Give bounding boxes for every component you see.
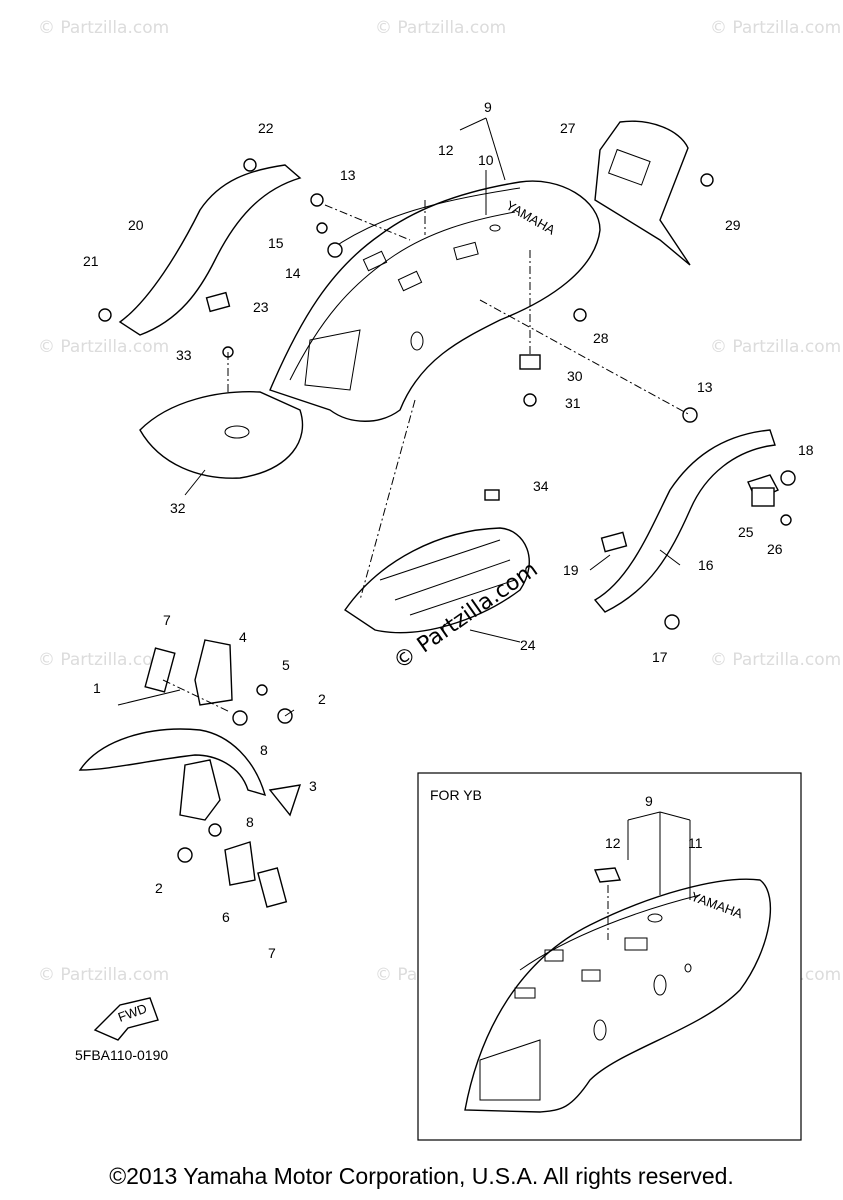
callout-23: 23	[253, 299, 269, 315]
callout-31: 31	[565, 395, 581, 411]
callout-13: 13	[340, 167, 356, 183]
watermark: © Partzilla.com	[38, 18, 169, 38]
callout-20: 20	[128, 217, 144, 233]
callout-3: 3	[309, 778, 317, 794]
watermark: © Partzilla.com	[38, 337, 169, 357]
callout-18: 18	[798, 442, 814, 458]
rear-fender: YAMAHA	[269, 180, 601, 422]
inset-panel: FOR YB YAMAHA	[417, 772, 802, 1141]
callout-7: 7	[163, 612, 171, 628]
front-fender	[78, 639, 302, 908]
callout-7b: 7	[268, 945, 276, 961]
callout-27: 27	[560, 120, 576, 136]
watermark: © Partzilla.com	[710, 337, 841, 357]
callout-12b: 12	[605, 835, 621, 851]
callout-32: 32	[170, 500, 186, 516]
grab-bar-left	[118, 164, 302, 336]
fwd-arrow-icon: FWD	[93, 997, 159, 1041]
callout-12: 12	[438, 142, 454, 158]
callout-11: 11	[688, 835, 703, 851]
callout-17: 17	[652, 649, 668, 665]
inner-fender	[344, 527, 530, 634]
callout-15: 15	[268, 235, 284, 251]
callout-9b: 9	[645, 793, 653, 809]
leader-lines	[117, 117, 681, 717]
callout-13b: 13	[697, 379, 713, 395]
callout-24: 24	[520, 637, 536, 653]
alignment-lines	[162, 200, 691, 713]
callout-29: 29	[725, 217, 741, 233]
callout-34: 34	[533, 478, 549, 494]
watermark: © Partzilla.com	[710, 18, 841, 38]
tail-light	[594, 120, 691, 266]
callout-4: 4	[239, 629, 247, 645]
callout-14: 14	[285, 265, 301, 281]
watermark: © Partzilla.com	[710, 650, 841, 670]
callout-25: 25	[738, 524, 754, 540]
callout-33: 33	[176, 347, 192, 363]
license-bracket	[139, 391, 304, 479]
callout-6: 6	[222, 909, 230, 925]
callout-22: 22	[258, 120, 274, 136]
diagram-code: 5FBA110-0190	[75, 1047, 168, 1063]
callout-26: 26	[767, 541, 783, 557]
callout-2: 2	[318, 691, 326, 707]
callout-1: 1	[93, 680, 101, 696]
watermark: © Partzilla.com	[38, 965, 169, 985]
callout-8b: 8	[246, 814, 254, 830]
copyright-notice: ©2013 Yamaha Motor Corporation, U.S.A. A…	[109, 1163, 734, 1189]
callouts: 9 12 10 22 13 27 20 15 14 29 21 23 28 33…	[83, 99, 814, 961]
callout-21: 21	[83, 253, 99, 269]
inset-title: FOR YB	[430, 787, 482, 803]
callout-16: 16	[698, 557, 714, 573]
watermark: © Partzilla.com	[375, 18, 506, 38]
callout-2b: 2	[155, 880, 163, 896]
callout-28: 28	[593, 330, 609, 346]
callout-8: 8	[260, 742, 268, 758]
callout-30: 30	[567, 368, 583, 384]
grab-bar-right	[593, 429, 779, 613]
watermark: © Partzilla.com	[38, 650, 169, 670]
callout-19: 19	[563, 562, 579, 578]
callout-10: 10	[478, 152, 494, 168]
callout-5: 5	[282, 657, 290, 673]
callout-9: 9	[484, 99, 492, 115]
